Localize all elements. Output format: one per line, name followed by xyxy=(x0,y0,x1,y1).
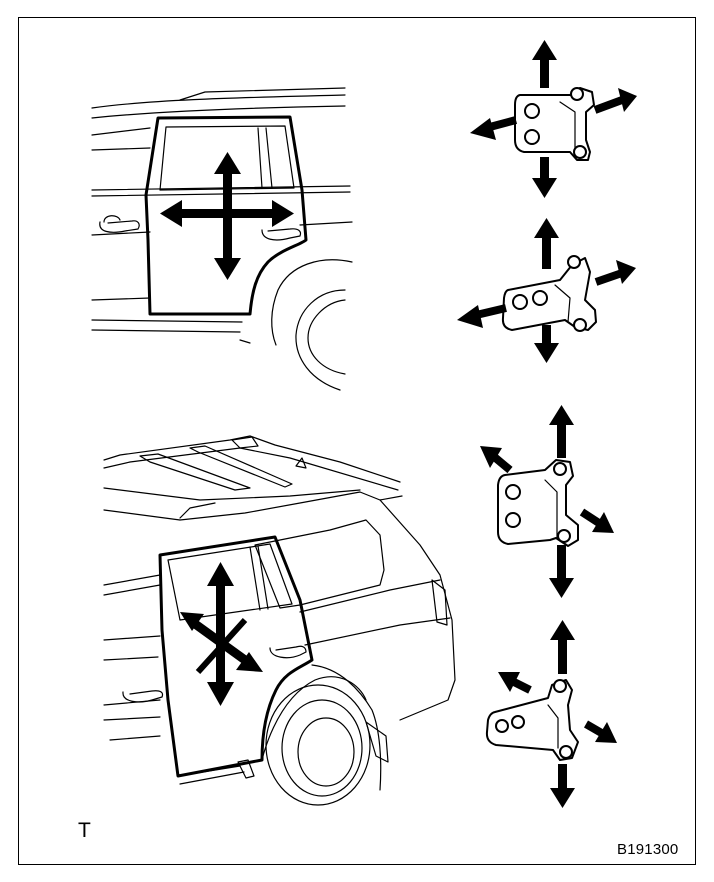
side-view-movement-arrows xyxy=(160,152,294,280)
rear-door-outline xyxy=(144,115,308,316)
perspective-view-vehicle xyxy=(103,435,456,806)
hinge-4-arrows xyxy=(498,620,617,808)
hinge-3-arrows xyxy=(480,405,614,598)
hinge-2 xyxy=(501,255,597,332)
hinge-1-arrows xyxy=(470,40,637,198)
figure-code: B191300 xyxy=(617,841,679,858)
diagram-frame xyxy=(18,17,696,865)
perspective-view-movement-arrows xyxy=(180,562,263,706)
hinge-2-arrows xyxy=(457,218,636,363)
corner-letter: T xyxy=(78,819,91,842)
hinge-1 xyxy=(514,87,595,161)
hinge-4 xyxy=(485,679,579,761)
hinge-3 xyxy=(497,459,579,547)
side-view-vehicle xyxy=(91,87,353,391)
